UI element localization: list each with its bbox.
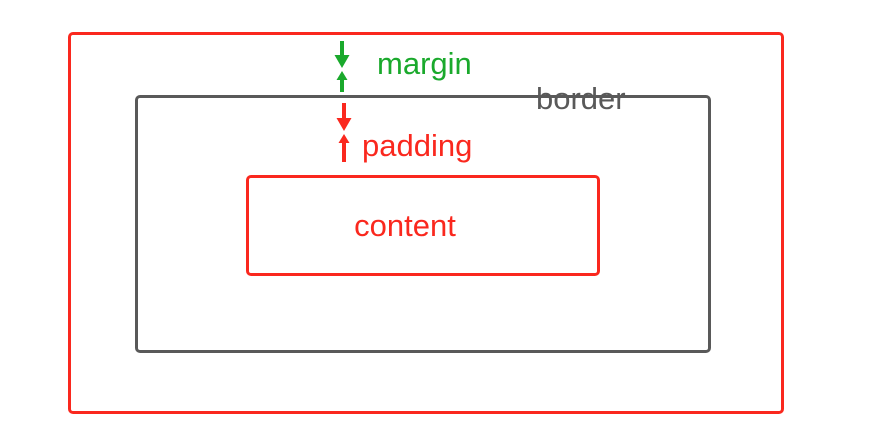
padding-arrow-up-icon <box>338 134 350 162</box>
content-label: content <box>354 207 456 243</box>
border-label: border <box>536 81 626 116</box>
margin-arrow-down-icon <box>334 41 350 68</box>
border-box <box>135 95 711 353</box>
arrow-down-shape <box>334 41 350 68</box>
padding-label: padding <box>362 128 473 163</box>
margin-label: margin <box>377 46 472 81</box>
arrow-up-shape <box>336 71 348 92</box>
arrow-down-shape <box>336 103 352 131</box>
content-box: content <box>246 175 600 276</box>
margin-arrow-up-icon <box>336 71 348 92</box>
arrow-up-shape <box>338 134 350 162</box>
margin-box <box>68 32 784 414</box>
padding-arrow-down-icon <box>336 103 352 131</box>
